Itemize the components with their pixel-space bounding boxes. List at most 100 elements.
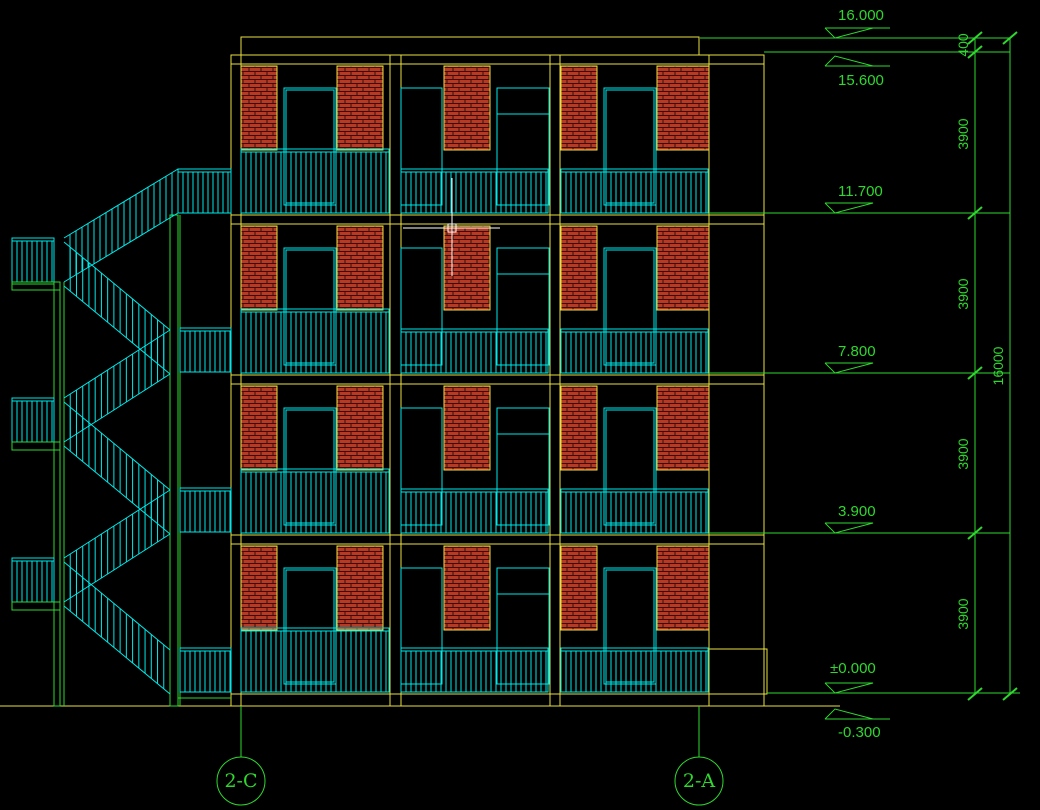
balcony-door-inner [285,569,335,683]
window-middle-bay [496,247,550,366]
dim-tick-total [1002,31,1018,45]
level-label-3900: 3.900 [838,503,876,520]
stair-rail-top [63,241,171,331]
crosshair-cursor-icon [403,178,500,276]
dim-tick [967,45,983,59]
level-marks: 16.000 15.600 11.700 7.800 3.900 ±0.000 … [700,7,1020,741]
brick-pier [443,225,491,311]
building-elevation [0,36,840,707]
level-label-7800: 7.800 [838,343,876,360]
balcony-door [283,567,337,685]
stair-rail-top [63,329,171,399]
brick-pier [240,545,278,631]
railing-frame [240,308,390,374]
axis-label-2a: 2-A [683,770,716,792]
dim-tick [967,526,983,540]
dim-tick [967,206,983,220]
external-stair [11,168,232,707]
brick-pier [560,225,598,311]
balcony-door-right [603,407,657,526]
stair-flight-up-3 [63,489,171,603]
brick-pier [656,385,710,471]
level-triangle-icon [824,55,874,67]
level-triangle-icon [824,362,874,374]
balcony-railing-middle [400,168,549,214]
railing-frame [400,328,549,374]
railing-frame [11,557,55,603]
floor-slab [230,214,765,225]
balcony-railing-left [240,148,390,214]
railing-frame [11,397,55,443]
brick-pier [240,385,278,471]
railing-frame [400,647,549,693]
stair-landing-slab [11,601,61,611]
brick-pier [336,545,384,631]
railing-frame [400,488,549,534]
balcony-door-inner [285,409,335,524]
brick-pier [336,385,384,471]
dim-tick [967,687,983,701]
dim-text-3900-2f: 3900 [955,438,971,469]
stair-landing-slab [11,441,61,451]
window-middle-bay [496,87,550,206]
dim-text-3900-3f: 3900 [955,278,971,309]
window-middle-bay [496,407,550,526]
level-label-11700: 11.700 [838,183,883,200]
level-triangle-icon [824,682,874,694]
brick-pier [656,65,710,151]
dim-text-3900-1f: 3900 [955,598,971,629]
floor-slab [230,374,765,385]
railing-frame [240,627,390,693]
stair-rail-bottom [63,373,171,443]
level-triangle-icon [824,522,874,534]
stair-rail-bottom [63,212,179,283]
balcony-door-right [603,247,657,366]
cursor-pickbox [447,223,457,233]
stair-landing-railing [11,557,55,603]
entrance-step [708,648,768,695]
window-middle-bay [496,567,550,685]
balcony-door-right [603,567,657,685]
balcony-door-inner [285,249,335,364]
balcony-door [283,407,337,526]
stair-post-inner [169,214,179,707]
level-label-minus-0300: -0.300 [838,724,881,741]
stair-rail-bottom [63,445,171,535]
level-triangle-icon [824,202,874,214]
level-label-15600: 15.600 [838,72,884,89]
stair-landing-slab [11,281,61,291]
balcony-railing-middle [400,488,549,534]
brick-pier [336,65,384,151]
stair-landing-railing [11,397,55,443]
balcony-door-inner [285,89,335,204]
balcony-railing-left [240,627,390,693]
stair-rail-top [63,168,179,239]
axis-label-2c: 2-C [224,770,257,792]
dim-text-400: 400 [955,33,971,57]
dim-tick-total [1002,687,1018,701]
stair-flight-upper [63,168,179,283]
balcony-railing-right [560,328,709,374]
railing-frame [560,488,709,534]
stair-flight-down-1 [63,241,171,375]
railing-frame [240,468,390,534]
dim-text-total: 16000 [990,346,1006,385]
stair-landing-railing-right [179,327,232,373]
stair-flight-up-2 [63,329,171,443]
dim-tick [967,366,983,380]
balcony-door-right-inner [605,89,655,204]
brick-pier [443,65,491,151]
stair-rail-top [63,561,171,651]
stair-landing-railing [11,237,55,283]
stair-rail-bottom [63,533,171,603]
railing-frame [11,237,55,283]
balcony-railing-right [560,168,709,214]
stair-rail-bottom [63,605,171,695]
floor-slab [230,534,765,545]
balcony-railing-middle [400,647,549,693]
axis-bubbles: 2-C 2-A [216,706,724,806]
stair-post-outer [53,281,61,707]
stair-rail-top [63,489,171,559]
balcony-door-right-inner [605,409,655,524]
railing-frame [240,148,390,214]
